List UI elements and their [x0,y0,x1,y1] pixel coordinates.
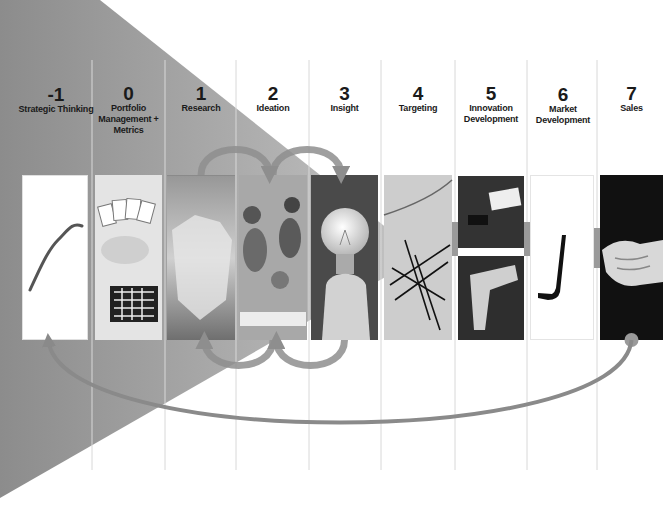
stage-label: Ideation [234,103,312,114]
stage-number: -1 [18,86,94,104]
handshake-shape [602,240,663,286]
squiggle-curve [30,225,82,290]
stage-label: Insight [306,103,383,114]
stage-heading: 3Insight [306,85,383,114]
column-divider [236,60,237,470]
hand-shape [322,274,370,340]
stage-label: Market Development [526,104,600,126]
child-head [284,197,300,213]
column-divider [455,60,456,470]
stage-panel: 7Sales [600,175,663,340]
sketch-line [405,240,430,320]
stage-number: 0 [90,85,167,103]
light-bulb [321,208,369,256]
stage-number: 7 [595,85,663,103]
stage-panel: 4Targeting [384,175,452,340]
stage-heading: -1Strategic Thinking [18,86,94,115]
stage-heading: 4Targeting [379,85,457,114]
bulb-filament [340,230,350,245]
stage-label: Portfolio Management + Metrics [90,103,167,136]
stage-label: Sales [595,103,663,114]
column-divider [309,60,310,470]
stage-heading: 7Sales [595,85,663,114]
child-head [271,271,289,289]
stage-panel: 5Innovation Development [458,175,524,340]
stage-panel: -1Strategic Thinking [22,175,88,340]
ideation-photo [240,197,306,326]
stage-label: Strategic Thinking [18,104,94,115]
stage-panel: 3Insight [311,175,378,340]
playing-card [137,201,156,224]
stage-label: Targeting [379,103,457,114]
stage-heading: 5Innovation Development [453,85,529,125]
targeting-drawing [384,180,452,330]
playing-card [112,199,128,220]
cycle-arrow [204,340,273,366]
stage-panel: 2Ideation [239,175,307,340]
playing-card [125,198,141,219]
column-divider [381,60,382,470]
hockey-stick [538,235,566,300]
stage-heading: 1Research [162,85,240,114]
sketch-curve [384,180,452,215]
column-dividers [92,60,597,470]
rock-photo [167,176,235,340]
development-photos [458,176,524,340]
stage-label: Research [162,103,240,114]
child-head [243,206,261,224]
handshake-photo [602,240,663,286]
stage-heading: 2Ideation [234,85,312,114]
funnel-shape [0,0,422,498]
hand-shape [101,236,149,264]
sketch-line [390,245,450,285]
stage-panel: 1Research [167,175,235,340]
research-photo [167,176,235,340]
gadget-photo [458,176,524,248]
gadget-label [489,188,522,211]
column-divider [165,60,166,470]
sketch-line [395,262,448,300]
child-body [243,228,267,272]
sketch-line [415,255,440,330]
stage-number: 1 [162,85,240,103]
stage-heading: 0Portfolio Management + Metrics [90,85,167,136]
insight-photo [321,208,370,340]
sand-box-edge [240,312,306,326]
gadget-part [468,215,488,225]
finger-lines [615,256,650,270]
stage-heading: 6Market Development [526,86,600,126]
stage-number: 5 [453,85,529,103]
sketch-line [392,268,445,300]
stage-panel: 0Portfolio Management + Metrics [95,175,162,340]
feedback-arrow [48,340,631,423]
tool-photo [458,256,524,340]
stage-number: 4 [379,85,457,103]
cycle-arrow [276,340,344,366]
column-divider [527,60,528,470]
stage-number: 6 [526,86,600,104]
column-divider [92,60,93,470]
cycle-arrow [273,150,341,176]
rock-shape [172,215,232,320]
tool-shape [470,265,518,330]
stage-number: 3 [306,85,383,103]
bulb-base [336,254,354,274]
key-grid [114,288,154,320]
child-body [279,218,301,258]
cycle-arrow [201,150,270,176]
calculator-keys [110,286,158,322]
playing-card [98,204,117,227]
cards-photo [98,198,158,322]
stage-panel: 6Market Development [530,175,594,340]
stage-number: 2 [234,85,312,103]
stage-label: Innovation Development [453,103,529,125]
loop-origin-dot [625,333,639,347]
